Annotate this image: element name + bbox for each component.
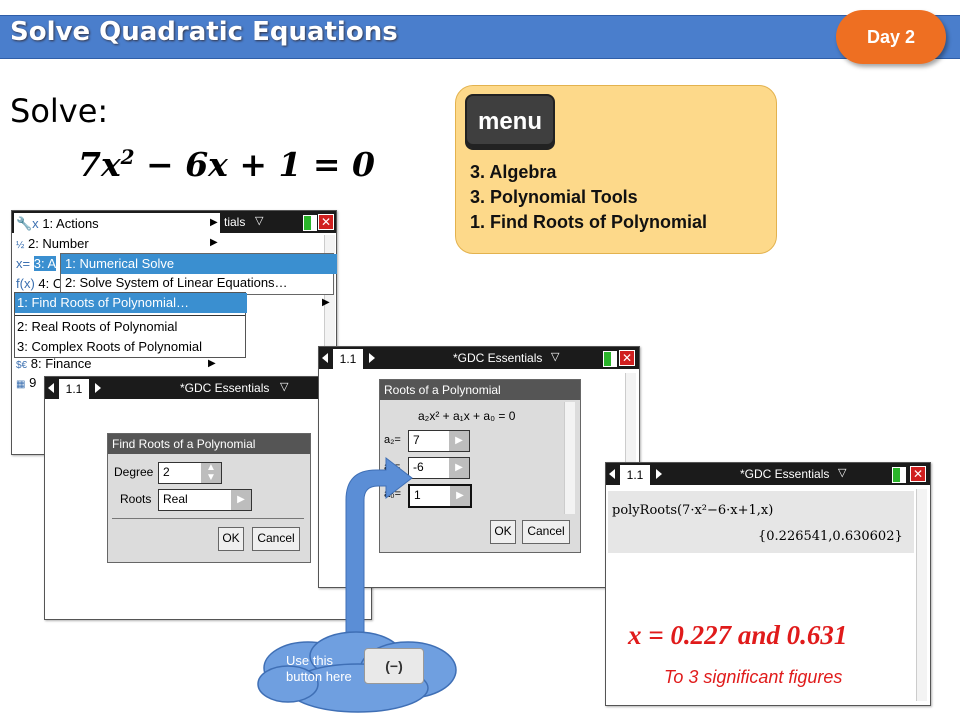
menu-item-find-roots[interactable]: 1: Find Roots of Polynomial…: [15, 293, 247, 313]
battery-icon: [303, 215, 317, 231]
ok-button[interactable]: OK: [490, 520, 516, 544]
day-badge: Day 2: [836, 10, 946, 64]
chevron-down-icon[interactable]: ▽: [838, 467, 847, 479]
arrow-right-icon[interactable]: [656, 469, 662, 479]
algebra-submenu: 1: Numerical Solve 2: Solve System of Li…: [60, 253, 337, 295]
chevron-down-icon[interactable]: ▽: [551, 351, 560, 363]
calc-screen-result: 1.1 *GDC Essentials ▽ ✕ polyRoots(7·x²−6…: [605, 462, 931, 706]
menu-item-solve-system[interactable]: 2: Solve System of Linear Equations…: [65, 275, 288, 290]
sig-fig-note: To 3 significant figures: [664, 667, 843, 687]
dialog-title: Roots of a Polynomial: [380, 380, 580, 400]
cancel-button[interactable]: Cancel: [252, 527, 300, 551]
title-bar: [0, 15, 960, 59]
fraction-icon: ½: [16, 240, 25, 251]
battery-icon: [603, 351, 617, 367]
chevron-down-icon[interactable]: ▽: [280, 381, 289, 393]
chevron-down-icon[interactable]: ▽: [255, 215, 264, 227]
dropdown-arrow-icon[interactable]: ▶: [450, 486, 470, 506]
menu-item-finance[interactable]: $€ 8: Finance: [16, 356, 92, 371]
command-text: polyRoots(7·x²−6·x+1,x): [612, 503, 774, 518]
menu-item-actions[interactable]: 🔧x 1: Actions: [16, 216, 99, 231]
dialog-divider: [112, 518, 304, 519]
calc-bar: 1.1 *GDC Essentials ▽ ✕: [319, 347, 639, 369]
roots-label: Roots: [120, 492, 152, 506]
tools-icon: 🔧x: [16, 216, 39, 231]
menu-item-calculus[interactable]: f(x) 4: C: [16, 276, 63, 291]
find-roots-dialog: Find Roots of a Polynomial Degree 2 ▲▼ R…: [107, 433, 311, 563]
dropdown-arrow-icon[interactable]: ▶: [449, 458, 469, 478]
slide-title: Solve Quadratic Equations: [10, 17, 398, 47]
menu-item-real-roots[interactable]: 2: Real Roots of Polynomial: [17, 319, 178, 334]
menu-item-numerical-solve[interactable]: 1: Numerical Solve: [61, 254, 337, 274]
doc-title: *GDC Essentials: [740, 467, 830, 481]
arrow-left-icon[interactable]: [609, 469, 615, 479]
function-icon: f(x): [16, 276, 35, 291]
menu-item-number[interactable]: ½ 2: Number: [16, 236, 89, 251]
close-icon[interactable]: ✕: [910, 466, 926, 482]
scrollbar[interactable]: [916, 489, 927, 701]
matrix-icon: ▦: [16, 379, 26, 390]
arrow-left-icon[interactable]: [322, 353, 328, 363]
menu-item-algebra[interactable]: x= 3: A: [16, 256, 57, 271]
arrow-left-icon[interactable]: [48, 383, 54, 393]
calc-screen-find-roots: 1.1 *GDC Essentials ▽ Find Roots of a Po…: [44, 376, 372, 620]
arrow-right-icon: ▶: [210, 237, 218, 248]
ok-button[interactable]: OK: [218, 527, 244, 551]
a0-field[interactable]: 1▶: [408, 484, 472, 508]
arrow-right-icon: ▶: [322, 297, 330, 308]
polynomial-formula: a₂x² + a₁x + a₀ = 0: [418, 409, 516, 423]
solve-label: Solve:: [10, 92, 109, 130]
doc-title: *GDC Essentials: [453, 351, 543, 365]
a2-label: a₂=: [384, 434, 401, 446]
menu-item-9[interactable]: ▦ 9: [16, 375, 37, 390]
equation: 7x2 − 6x + 1 = 0: [78, 145, 376, 184]
dropdown-arrow-icon[interactable]: ▶: [231, 490, 251, 510]
history-entry: polyRoots(7·x²−6·x+1,x) {0.226541,0.6306…: [608, 491, 914, 553]
close-icon[interactable]: ✕: [318, 214, 334, 230]
scrollbar[interactable]: [324, 235, 335, 451]
cancel-button[interactable]: Cancel: [522, 520, 570, 544]
dialog-scrollbar[interactable]: [564, 402, 575, 514]
doc-title: *GDC Essentials: [180, 381, 270, 395]
menu-step-2: 3. Polynomial Tools: [470, 187, 638, 207]
page-tab[interactable]: 1.1: [333, 349, 363, 369]
callout-text: Use this button here: [286, 653, 352, 684]
polynomial-tools-submenu: 1: Find Roots of Polynomial… 2: Real Roo…: [14, 292, 247, 358]
page-tab[interactable]: 1.1: [620, 465, 650, 485]
arrow-right-icon[interactable]: [95, 383, 101, 393]
calc-bar: 1.1 *GDC Essentials ▽ ✕: [606, 463, 930, 485]
menu-item-complex-roots[interactable]: 3: Complex Roots of Polynomial: [17, 339, 202, 354]
close-icon[interactable]: ✕: [619, 350, 635, 366]
roots-select[interactable]: Real ▶: [158, 489, 252, 511]
page-tab[interactable]: 1.1: [59, 379, 89, 399]
arrow-right-icon: ▶: [208, 358, 216, 369]
arrow-right-icon[interactable]: [369, 353, 375, 363]
dropdown-arrow-icon[interactable]: ▶: [449, 431, 469, 451]
menu-key-icon: menu: [465, 94, 555, 150]
a2-field[interactable]: 7▶: [408, 430, 470, 452]
menu-step-1: 3. Algebra: [470, 162, 557, 182]
pointer-arrow: [345, 456, 413, 640]
result-text: {0.226541,0.630602}: [758, 529, 903, 544]
battery-icon: [892, 467, 906, 483]
answer-text: x = 0.227 and 0.631: [628, 620, 848, 650]
arrow-right-icon: ▶: [210, 217, 218, 228]
menu-divider: [15, 315, 245, 316]
equation-icon: x=: [16, 256, 31, 271]
finance-icon: $€: [16, 360, 28, 371]
negative-key-icon: (−): [364, 648, 424, 684]
stepper-icon[interactable]: ▲▼: [201, 463, 221, 483]
calc-screen-coefficients: 1.1 *GDC Essentials ▽ ✕ Roots of a Polyn…: [318, 346, 640, 588]
dialog-title: Find Roots of a Polynomial: [108, 434, 310, 454]
a1-field[interactable]: -6▶: [408, 457, 470, 479]
menu-step-3: 1. Find Roots of Polynomial: [470, 212, 708, 232]
degree-stepper[interactable]: 2 ▲▼: [158, 462, 222, 484]
calc-bar: 1.1 *GDC Essentials ▽: [45, 377, 371, 399]
degree-label: Degree: [114, 465, 154, 479]
